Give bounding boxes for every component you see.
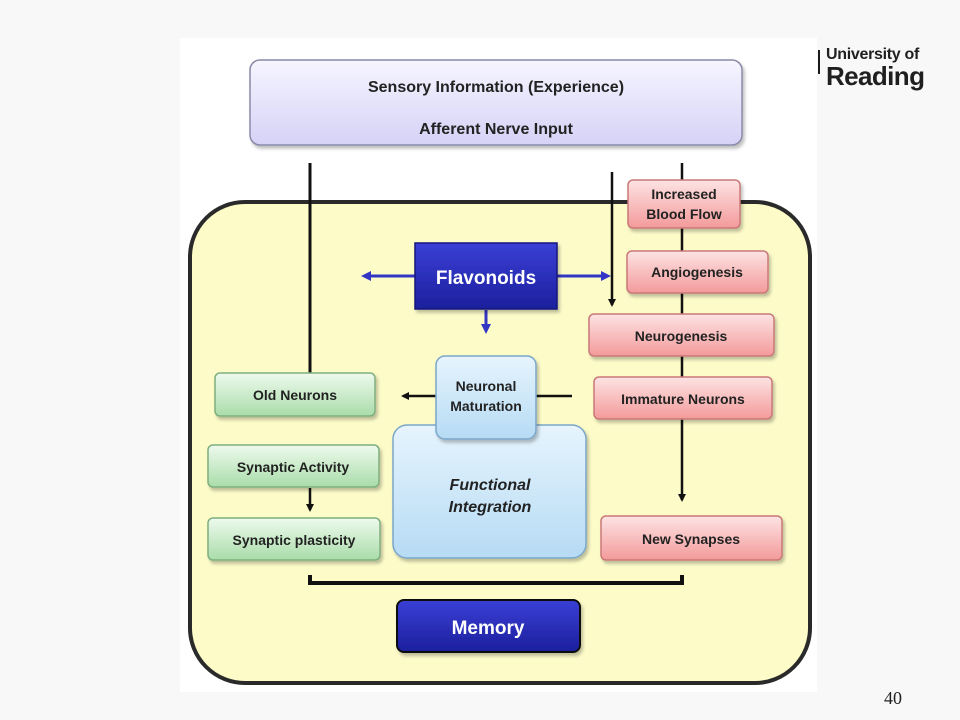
synaptic-activity-box (207, 444, 380, 488)
new-synapses-label: New Synapses (642, 531, 740, 547)
immature-neurons-label: Immature Neurons (621, 391, 745, 407)
header-line1: Sensory Information (Experience) (368, 79, 624, 96)
functional-label: Functional (450, 477, 531, 494)
sensory-header-box (249, 59, 743, 146)
logo-bar (818, 50, 820, 74)
angiogenesis-box (626, 250, 769, 294)
memory-label: Memory (452, 618, 525, 639)
logo-line1: University of (826, 46, 920, 63)
synaptic-plasticity-label: Synaptic plasticity (233, 532, 356, 548)
diagram: Sensory Information (Experience) Afferen… (188, 59, 812, 685)
old-neurons-label: Old Neurons (253, 387, 337, 403)
memory-bracket (308, 575, 684, 585)
increased-label: Increased (651, 186, 716, 202)
synaptic-plasticity-box (207, 517, 381, 561)
synaptic-activity-label: Synaptic Activity (237, 459, 350, 475)
neurogenesis-box (588, 313, 775, 357)
old-neurons-box (214, 372, 376, 417)
flavonoids-label: Flavonoids (436, 268, 536, 289)
university-logo: University of Reading (818, 44, 938, 92)
header-line2: Afferent Nerve Input (419, 121, 573, 138)
new-synapses-box (600, 515, 783, 561)
logo-line2: Reading (826, 61, 925, 91)
angiogenesis-label: Angiogenesis (651, 264, 743, 280)
increased-blood-flow-box (627, 179, 741, 229)
slide-panel: Sensory Information (Experience) Afferen… (180, 38, 817, 692)
memory-box (396, 599, 581, 653)
integration-label: Integration (449, 499, 532, 516)
immature-neurons-box (593, 376, 773, 420)
maturation-label: Maturation (450, 398, 522, 414)
flavonoids-box (414, 242, 558, 310)
neuronal-maturation-box (435, 355, 537, 440)
neuronal-label: Neuronal (456, 378, 517, 394)
page-number: 40 (884, 688, 902, 708)
neurogenesis-label: Neurogenesis (635, 328, 728, 344)
blood-flow-label: Blood Flow (646, 206, 722, 222)
